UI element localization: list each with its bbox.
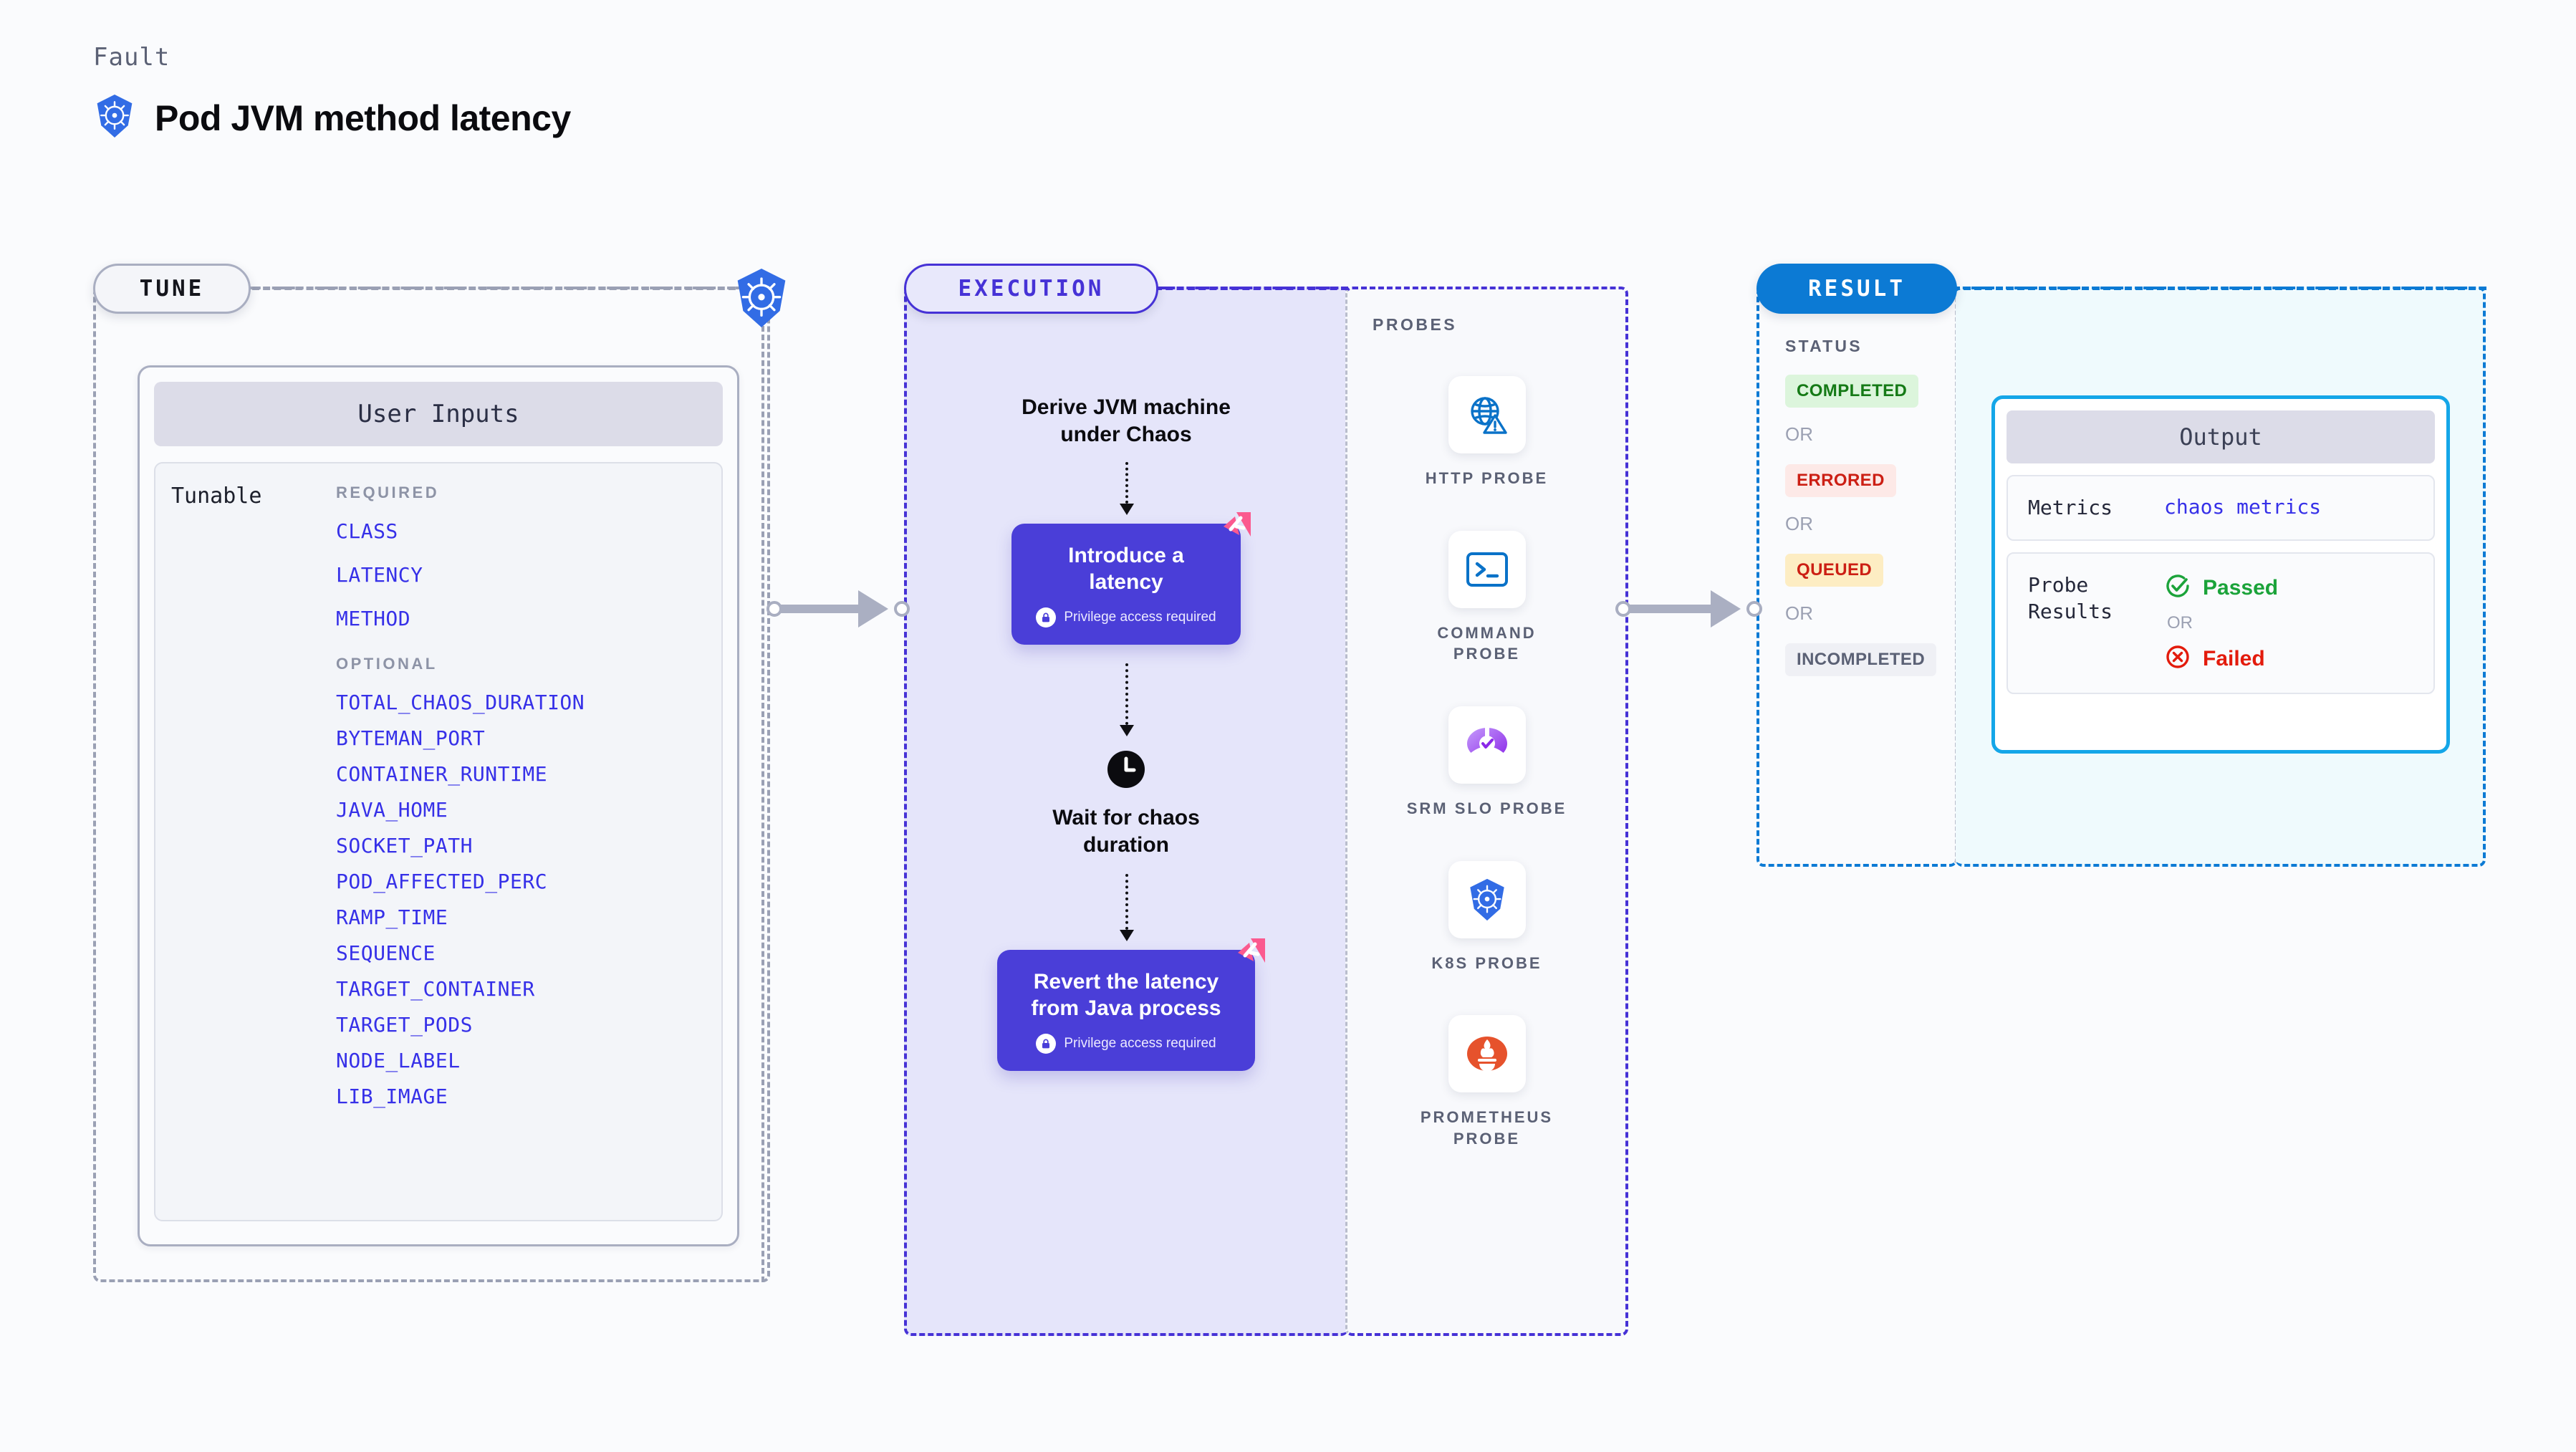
page-header: Fault Pod JVM method latency [93,43,571,143]
kubernetes-icon [93,93,136,143]
fault-eyebrow: Fault [93,43,170,72]
param-node-label[interactable]: NODE_LABEL [336,1049,461,1072]
privilege-text: Privilege access required [1064,609,1216,625]
output-card: Output Metrics chaos metrics Probe Resul… [1991,395,2450,754]
flow-arrow-down-icon [1119,663,1134,736]
param-socket-path[interactable]: SOCKET_PATH [336,834,473,857]
param-method[interactable]: METHOD [336,607,411,630]
privilege-note: Privilege access required [1033,607,1219,628]
failed-text: Failed [2203,646,2265,670]
execution-panel [904,287,1348,1336]
step-title: Introduce a latency [1068,543,1184,595]
srm-slo-icon [1448,706,1526,784]
probe-label: SRM SLO PROBE [1406,799,1567,818]
probes-panel [1345,287,1628,1336]
param-byteman-port[interactable]: BYTEMAN_PORT [336,726,486,750]
tunable-section: Tunable REQUIRED CLASS LATENCY METHOD OP… [154,462,723,1221]
probe-results-key: Probe Results [2028,573,2113,623]
tune-dotted-connector [252,287,746,290]
user-inputs-card: User Inputs Tunable REQUIRED CLASS LATEN… [138,365,739,1246]
execution-dotted-connector [1155,287,1348,290]
param-lib-image[interactable]: LIB_IMAGE [336,1085,448,1108]
tune-pill[interactable]: TUNE [93,264,251,314]
clock-icon [1106,749,1146,793]
result-dotted-connector [1953,287,2486,290]
probe-command[interactable]: COMMAND PROBE [1345,530,1628,665]
probe-result-passed: Passed [2164,572,2278,603]
status-or-3: OR [1785,602,1813,624]
harness-logo-icon [1234,937,1267,973]
probe-http[interactable]: HTTP PROBE [1345,376,1628,489]
user-inputs-header: User Inputs [154,382,723,446]
privilege-note: Privilege access required [1019,1033,1234,1054]
terminal-icon [1448,530,1526,608]
param-pod-affected-perc[interactable]: POD_AFFECTED_PERC [336,870,548,893]
lock-icon [1036,1033,1057,1054]
param-target-container[interactable]: TARGET_CONTAINER [336,977,535,1001]
probe-srm-slo[interactable]: SRM SLO PROBE [1345,706,1628,819]
param-container-runtime[interactable]: CONTAINER_RUNTIME [336,762,548,786]
param-latency[interactable]: LATENCY [336,563,423,587]
connector-probes-to-result [1615,587,1762,630]
probe-label: HTTP PROBE [1425,469,1549,487]
flow-arrow-down-icon [1119,461,1134,515]
result-pill[interactable]: RESULT [1756,264,1957,314]
tunable-parameter-list: REQUIRED CLASS LATENCY METHOD OPTIONAL T… [336,484,714,1220]
prometheus-icon [1448,1015,1526,1093]
status-or-1: OR [1785,423,1813,445]
title-row: Pod JVM method latency [93,93,571,143]
exec-step-derive-title: Derive JVM machine under Chaos [1022,395,1231,447]
metrics-key: Metrics [2028,496,2113,519]
metrics-value[interactable]: chaos metrics [2164,495,2322,519]
kubernetes-icon [1448,860,1526,938]
privilege-text: Privilege access required [1064,1035,1216,1051]
execution-flow: Derive JVM machine under Chaos Introduce… [904,287,1348,1336]
probe-prometheus[interactable]: PROMETHEUS PROBE [1345,1015,1628,1149]
probe-label: K8S PROBE [1431,953,1542,972]
lock-icon [1036,607,1057,628]
param-target-pods[interactable]: TARGET_PODS [336,1013,473,1037]
check-circle-icon [2164,572,2191,603]
status-badge-queued: QUEUED [1785,554,1884,587]
probes-list: PROBES HTTP PROBE [1345,287,1628,1336]
group-header-required: REQUIRED [336,484,440,501]
probes-label: PROBES [1373,315,1458,334]
probe-results-values: Passed OR Failed [2164,572,2278,674]
flow-arrow-down-icon [1119,873,1134,941]
kubernetes-icon [732,266,791,333]
param-ramp-time[interactable]: RAMP_TIME [336,905,448,929]
exec-step-revert-latency[interactable]: Revert the latency from Java process Pri… [997,938,1265,1071]
passed-text: Passed [2203,575,2279,600]
harness-logo-icon [1219,511,1252,547]
probe-label: COMMAND PROBE [1437,623,1537,663]
globe-warning-icon [1448,376,1526,453]
probe-k8s[interactable]: K8S PROBE [1345,860,1628,974]
status-badge-completed: COMPLETED [1785,375,1919,408]
probe-result-or: OR [2167,613,2193,633]
param-total-chaos-duration[interactable]: TOTAL_CHAOS_DURATION [336,691,585,714]
param-java-home[interactable]: JAVA_HOME [336,798,448,822]
status-badge-errored: ERRORED [1785,464,1896,497]
kubernetes-vertical-dashed-line [761,326,764,1282]
x-circle-icon [2164,643,2191,674]
status-label: STATUS [1785,337,1863,355]
param-class[interactable]: CLASS [336,519,398,543]
probe-label: PROMETHEUS PROBE [1420,1108,1554,1148]
output-probe-results-row: Probe Results Passed OR [2007,552,2435,695]
exec-step-wait-title: Wait for chaos duration [1052,805,1200,857]
status-column: STATUS COMPLETED OR ERRORED OR QUEUED OR… [1756,287,1957,676]
status-or-2: OR [1785,513,1813,534]
execution-pill[interactable]: EXECUTION [904,264,1158,314]
param-sequence[interactable]: SEQUENCE [336,941,436,965]
status-badge-incompleted: INCOMPLETED [1785,643,1937,676]
page-title: Pod JVM method latency [155,97,571,138]
probe-result-failed: Failed [2164,643,2278,674]
tunable-label: Tunable [171,484,262,509]
exec-step-introduce-latency[interactable]: Introduce a latency Privilege access req… [1011,511,1251,645]
step-title: Revert the latency from Java process [1031,969,1221,1021]
connector-tune-to-execution [766,587,910,630]
output-header: Output [2007,410,2435,463]
output-metrics-row: Metrics chaos metrics [2007,475,2435,542]
group-header-optional: OPTIONAL [336,655,438,673]
